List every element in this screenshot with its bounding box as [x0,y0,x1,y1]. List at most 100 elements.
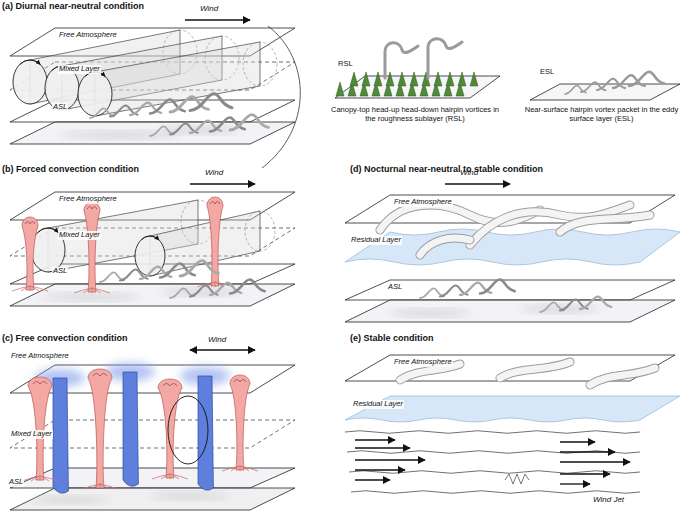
stable-eddy [420,238,470,255]
convective-cell [168,396,208,464]
hairpin-vortex [385,43,418,78]
tree [362,72,370,86]
wind-arrow [560,461,630,462]
stable-eddy [560,215,650,232]
hairpin-vortex [180,261,218,276]
surface-streak [60,132,180,138]
tree [446,72,454,86]
layer-plane [10,284,295,306]
hairpin-vortex [190,94,232,111]
wind-label: Wind [460,168,478,177]
wind-arrow [190,349,255,350]
layer-label: Free Atmosphere [10,352,70,361]
layer-plane [345,280,675,300]
stable-layer [351,491,640,494]
layer-label: ASL [387,283,403,292]
stable-eddy [560,215,650,232]
wind-arrow [355,459,425,460]
stable-eddy [500,362,570,378]
wind-arrow [560,483,590,484]
panel-title: (d) Nocturnal near-neutral to stable con… [350,164,543,174]
layer-label: ASL [8,478,24,487]
stable-eddy [590,368,655,385]
surface-streak [40,294,140,300]
downdraft [198,376,213,490]
stable-eddy [500,362,570,378]
hairpin-vortex [130,103,161,115]
hairpin-vortex [580,297,611,309]
panel-title: (b) Forced convection condition [2,164,139,174]
stable-eddy [470,205,630,245]
inset-caption: Near-surface hairpin vortex packet in th… [524,106,679,123]
hairpin-vortex [565,86,586,94]
hairpin-vortex [190,121,221,133]
layer-label: Residual Layer [350,236,402,245]
layer-label: ASL [52,103,68,112]
surface-streak [30,497,110,503]
wind-arrow [445,183,510,184]
panel-title: (a) Diurnal near-neutral condition [2,1,144,11]
hairpin-vortex [210,283,241,295]
hairpin-vortex [230,115,268,130]
wind-arrow [190,183,255,184]
wind-arrow [560,473,610,474]
layer-label: Free Atmosphere [393,358,453,367]
wind-label: Wind [208,335,226,344]
layer-label: Residual Layer [352,400,404,409]
layer-label: Mixed Layer [58,231,101,240]
inset-label: RSL [338,60,353,69]
stable-layer [349,471,640,474]
inset-label: ESL [540,68,554,77]
stable-eddy [590,368,655,385]
wind-arrow [355,439,395,440]
thermal-plume [12,217,48,291]
tree [410,72,418,86]
layer-label: Mixed Layer [58,65,101,74]
tree [374,72,382,86]
thermal-plume [22,377,58,481]
stable-eddy [420,238,470,255]
stable-eddy [470,205,630,245]
gravity-wave [505,474,529,484]
tree [470,72,478,86]
hairpin-vortex [230,280,265,294]
wind-arrow [185,19,250,20]
surface-streak [390,310,470,316]
thermal-plume [222,375,258,471]
wind-label: Wind [200,4,218,13]
wind-arrow [560,441,595,442]
layer-label: ASL [52,267,68,276]
hairpin-vortex [428,39,462,78]
residual-layer [345,229,680,265]
roll-vortex [78,42,277,116]
thermal-plume [82,369,118,489]
hairpin-vortex [140,267,171,279]
layer-label: Free Atmosphere [393,198,453,207]
residual-layer [345,396,680,422]
inset-caption: Canopy-top head-up head-down hairpin vor… [330,106,500,123]
zoom-bracket [262,26,300,168]
layer-plane [10,122,295,144]
layer-label: Free Atmosphere [58,31,118,40]
downdraft [123,372,138,486]
jet-label: Wind Jet [592,495,625,504]
stable-layer [345,431,640,434]
wind-arrow [560,451,615,452]
panel-title: (c) Free convection condition [2,333,128,343]
layer-plane [345,300,675,322]
wind-arrow [355,447,410,448]
downdraft [53,378,68,493]
tree [350,72,358,86]
layer-label: Mixed Layer [10,430,53,439]
stable-layer [347,451,640,454]
tree [386,72,394,86]
wind-label: Wind [205,168,223,177]
tree [434,72,442,86]
layer-plane [10,488,295,510]
tree [398,72,406,86]
panel-title: (e) Stable condition [350,333,434,343]
hairpin-vortex [480,280,515,294]
hairpin-vortex [629,72,664,86]
surface-streak [150,493,230,499]
